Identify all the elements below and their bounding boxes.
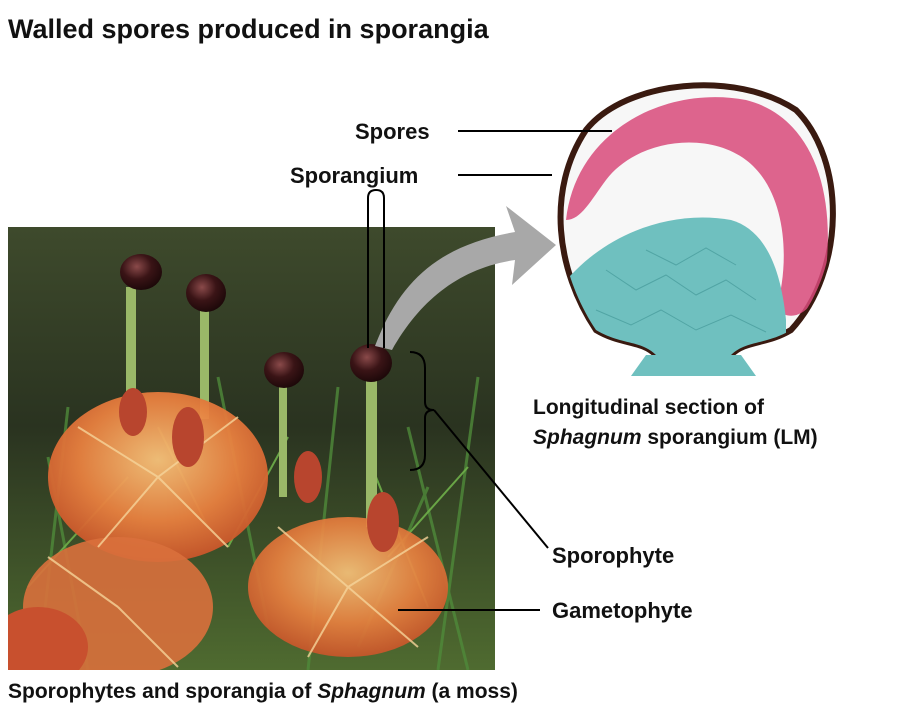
gametophyte-label: Gametophyte: [552, 598, 693, 623]
photo-caption-genus: Sphagnum: [317, 680, 426, 703]
sporangium-section-image: [557, 82, 836, 376]
photo-caption: Sporophytes and sporangia of Sphagnum (a…: [8, 680, 518, 704]
sporangium-label: Sporangium: [290, 163, 419, 188]
sporophyte-label: Sporophyte: [552, 543, 675, 568]
section-caption-rest: sporangium (LM): [641, 426, 818, 449]
section-caption-line2: Sphagnum sporangium (LM): [533, 426, 818, 450]
photo-caption-prefix: Sporophytes and sporangia of: [8, 680, 318, 703]
moss-photo: [8, 227, 495, 670]
photo-caption-suffix: (a moss): [425, 680, 518, 703]
section-caption-genus: Sphagnum: [533, 426, 642, 449]
section-caption-line1: Longitudinal section of: [533, 396, 764, 419]
spores-label: Spores: [355, 119, 430, 144]
figure-title: Walled spores produced in sporangia: [8, 14, 489, 44]
